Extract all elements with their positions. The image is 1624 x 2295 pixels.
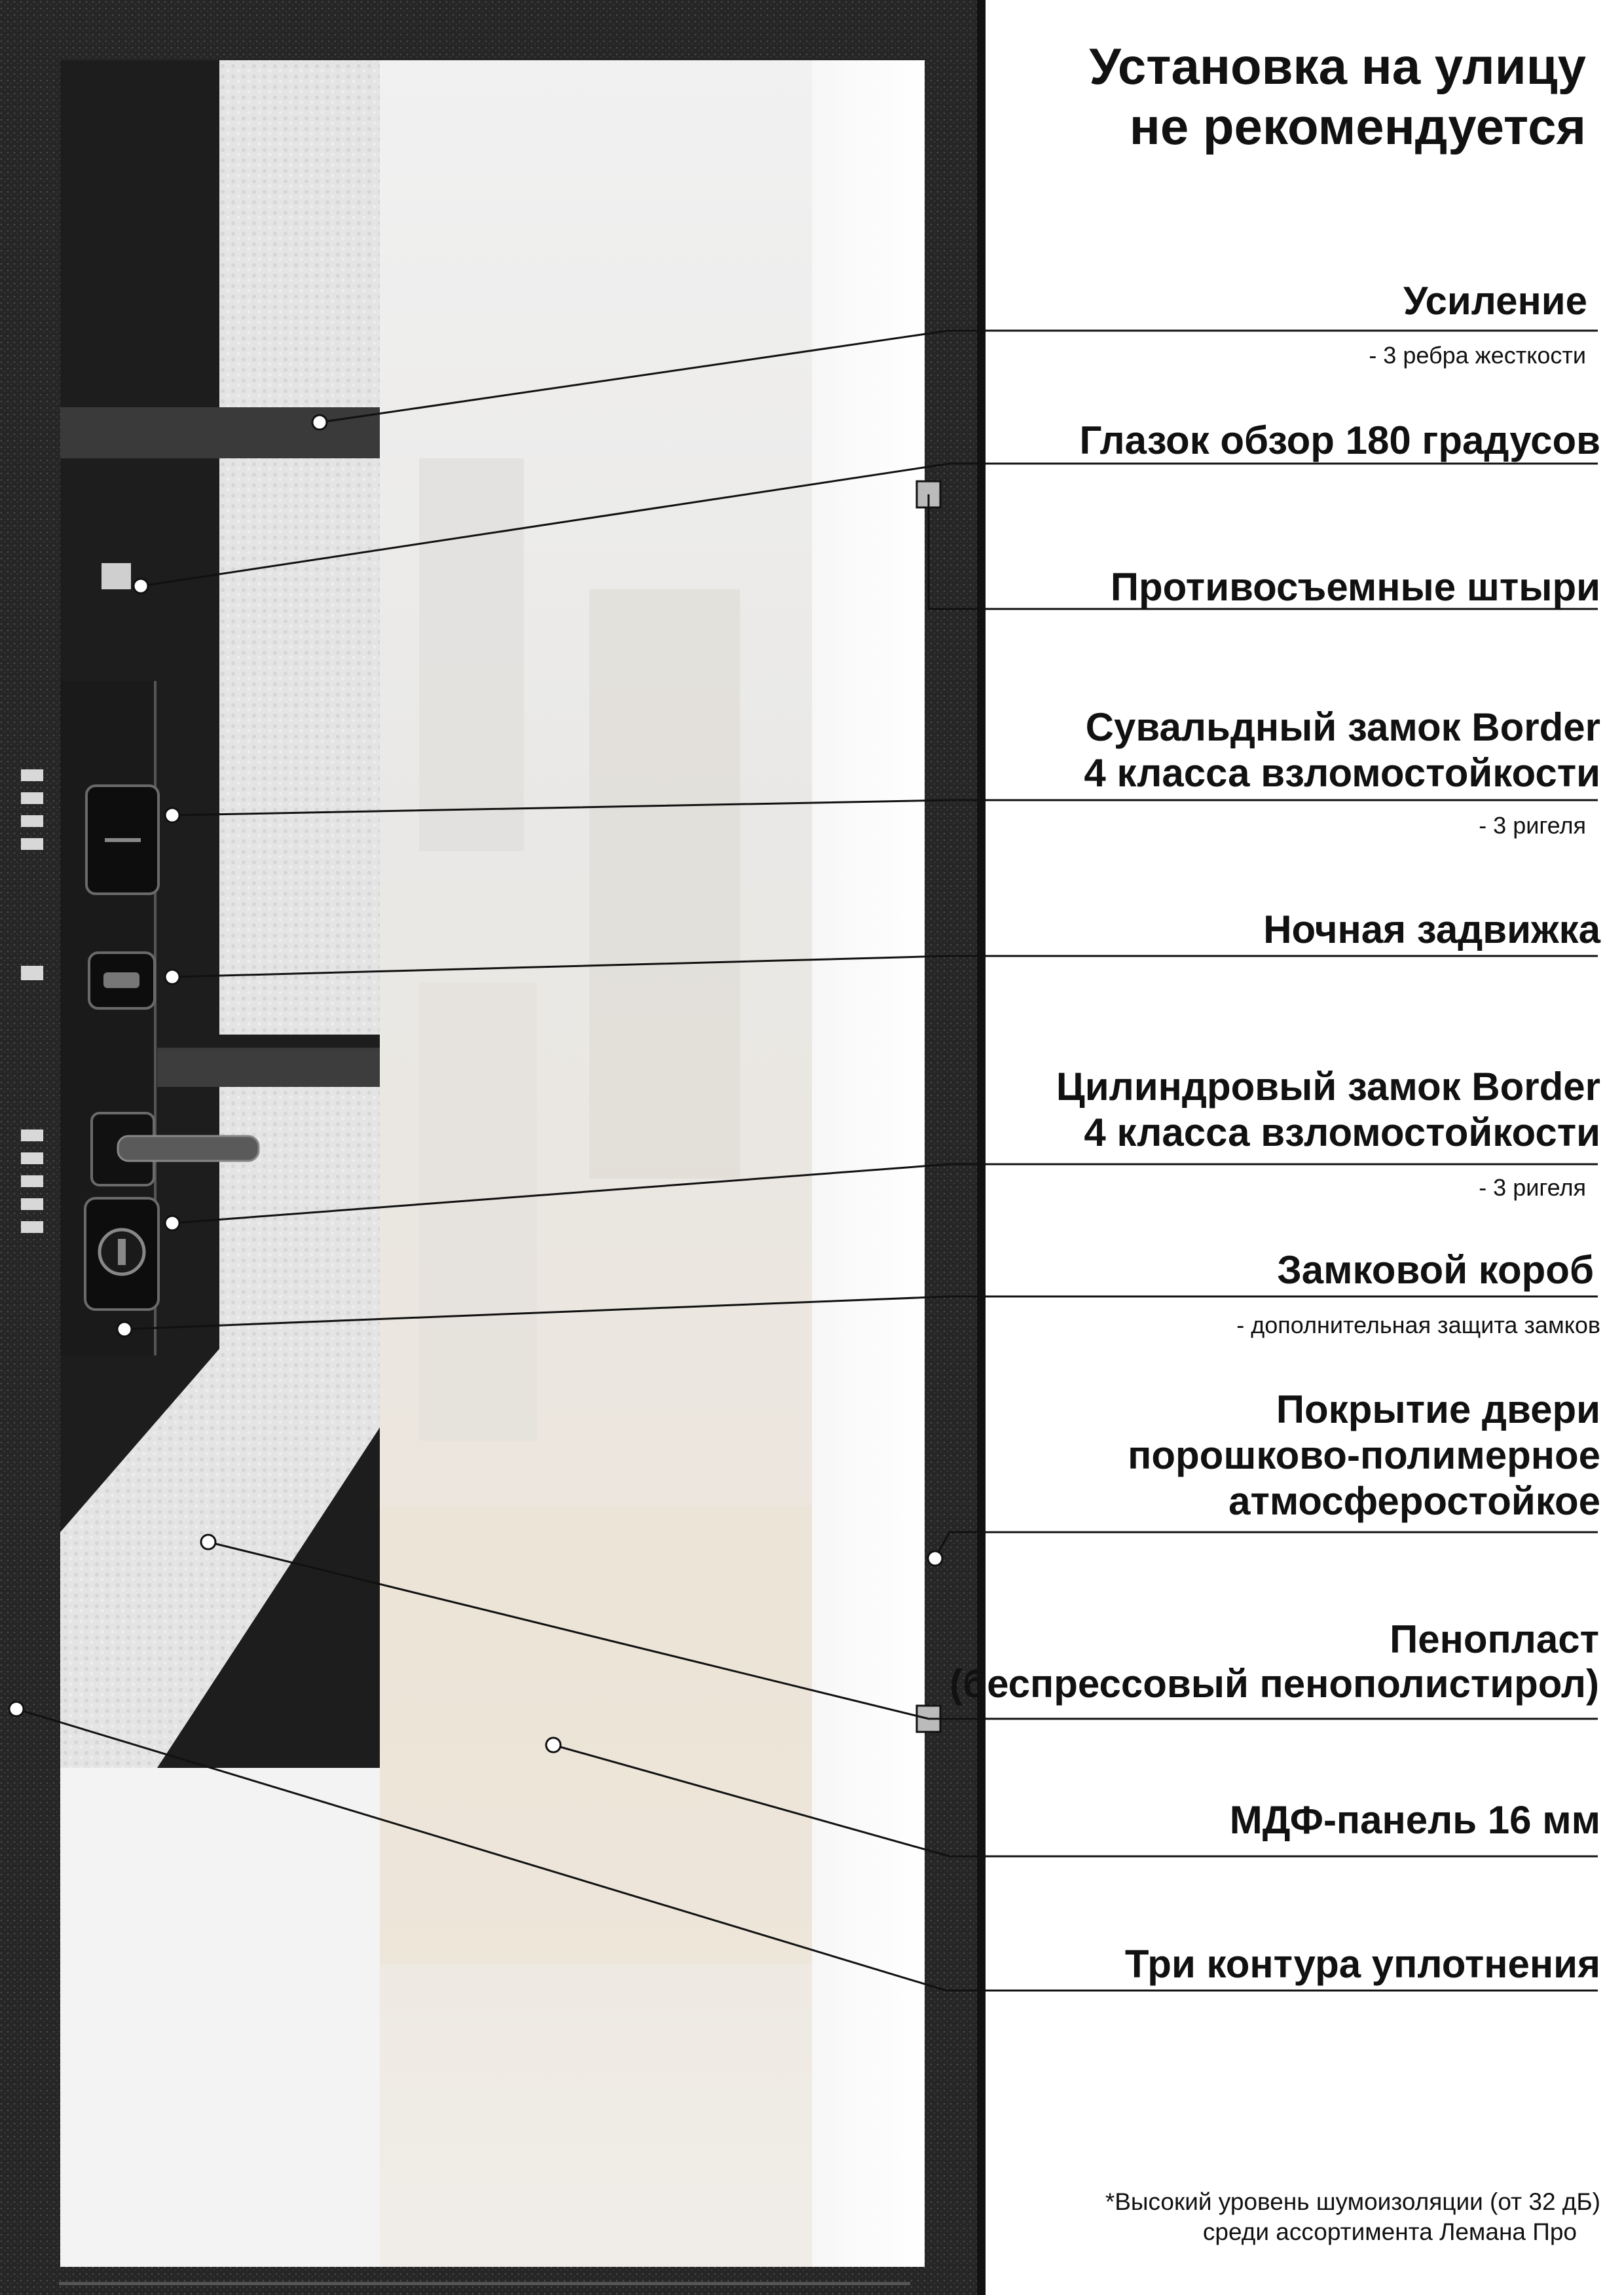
warning-title: Установка на улицу не рекомендуется [1089, 36, 1586, 156]
feature-cylinder-lock-title: Цилиндровый замок Border 4 класса взломо… [1056, 1064, 1600, 1156]
warning-line-2: не рекомендуется [1129, 98, 1586, 155]
peephole-icon [101, 563, 131, 589]
frame-bottom-line [59, 2282, 910, 2285]
feature-lock-box-note: - дополнительная защита замков [1236, 1312, 1600, 1338]
cylinder-lock-line-1: Цилиндровый замок Border [1056, 1065, 1600, 1109]
frame-edge [977, 0, 986, 2295]
foam-line-1: Пенопласт [1390, 1617, 1599, 1661]
footnote-line-1: *Высокий уровень шумоизоляции (от 32 дБ) [1105, 2188, 1600, 2215]
feature-reinforcement-note: - 3 ребра жесткости [1369, 342, 1586, 369]
feature-night-latch-title: Ночная задвижка [1263, 908, 1600, 951]
feature-lever-lock-note: - 3 ригеля [1479, 812, 1586, 839]
foam-upper [219, 60, 380, 407]
foam-line-2: (беспрессовый пенополистирол) [950, 1662, 1599, 1706]
footnote-line-2: среди ассортимента Лемана Про [1202, 2218, 1577, 2245]
cylinder-icon [84, 1197, 160, 1311]
feature-cylinder-lock-note: - 3 ригеля [1479, 1174, 1586, 1201]
feature-mdf-panel-title: МДФ-панель 16 мм [1229, 1798, 1600, 1842]
handle-bar [157, 1051, 380, 1087]
feature-foam-title: Пенопласт (беспрессовый пенополистирол) [950, 1617, 1599, 1706]
feature-lock-box-title: Замковой короб [1277, 1248, 1594, 1292]
feature-anti-removal-pins-title: Противосъемные штыри [1110, 565, 1600, 609]
mirror-lower-left [60, 1768, 380, 2267]
foam-middle [219, 458, 380, 1035]
coating-line-3: атмосферостойкое [1228, 1479, 1600, 1523]
coating-line-2: порошково-полимерное [1128, 1433, 1600, 1477]
foam-lower [60, 1087, 380, 1768]
feature-peephole-title: Глазок обзор 180 градусов [1079, 418, 1600, 462]
lock-bolts [21, 769, 43, 1233]
feature-seal-title: Три контура уплотнения [1124, 1942, 1600, 1986]
feature-coating-title: Покрытие двери порошково-полимерное атмо… [1128, 1387, 1600, 1524]
feature-lever-lock-title: Сувальдный замок Border 4 класса взломос… [1084, 705, 1600, 796]
reinforcement-rib [60, 407, 380, 458]
warning-line-1: Установка на улицу [1089, 37, 1586, 95]
handle-icon [90, 1112, 260, 1186]
cylinder-lock-line-2: 4 класса взломостойкости [1084, 1111, 1600, 1154]
lever-lock-line-1: Сувальдный замок Border [1085, 705, 1600, 749]
mirror-edge [812, 60, 925, 2267]
footnote: *Высокий уровень шумоизоляции (от 32 дБ)… [1105, 2187, 1600, 2247]
coating-line-1: Покрытие двери [1276, 1387, 1600, 1431]
night-latch-icon [88, 951, 156, 1010]
lock-plate-icon [85, 784, 160, 895]
door-illustration [0, 0, 986, 2295]
lever-lock-line-2: 4 класса взломостойкости [1084, 751, 1600, 795]
feature-reinforcement-title: Усиление [1403, 279, 1587, 323]
door-svg [0, 0, 986, 2295]
